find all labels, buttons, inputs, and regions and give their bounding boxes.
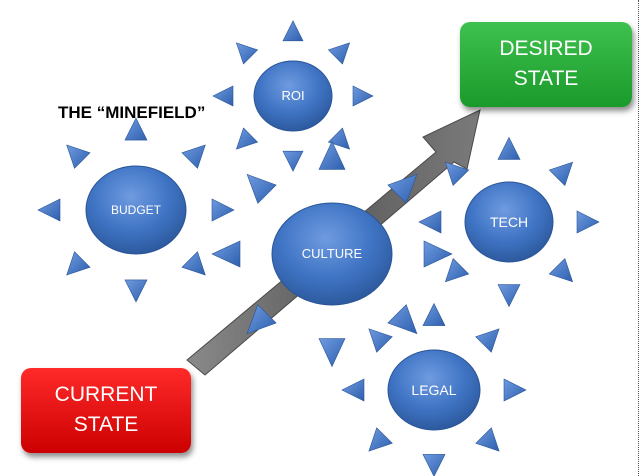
mine-roi-spike <box>282 150 304 172</box>
slide-edge-line <box>638 0 639 476</box>
mine-roi-body <box>253 60 333 132</box>
desired-state-box: DESIRED STATE <box>460 22 632 107</box>
mine-culture-spike <box>387 304 418 335</box>
mine-tech-spike <box>576 210 600 234</box>
desired-state-line2: STATE <box>513 67 579 90</box>
mine-legal-spike <box>422 454 446 476</box>
mine-roi-spike <box>235 42 259 65</box>
desired-state-line1: DESIRED <box>499 37 593 60</box>
mine-budget <box>37 117 235 303</box>
current-state-line2: STATE <box>73 413 139 436</box>
mine-tech-spike <box>497 284 521 308</box>
mine-legal-spike <box>368 427 393 452</box>
mine-roi-spike <box>352 85 374 107</box>
mine-culture-spike <box>423 240 453 268</box>
mine-budget-spike <box>211 198 235 222</box>
mine-legal-body <box>387 349 481 431</box>
mine-tech-spike <box>548 161 574 187</box>
diagram-title: THE “MINEFIELD” <box>58 103 206 122</box>
mine-tech <box>418 136 600 308</box>
mine-tech-spike <box>444 161 470 187</box>
mine-legal <box>341 302 527 476</box>
mine-roi-spike <box>327 127 351 150</box>
mine-tech-spike <box>497 136 521 160</box>
mine-tech-spike <box>548 257 574 283</box>
mine-roi-spike <box>282 20 304 42</box>
mine-legal-spike <box>368 328 393 353</box>
mine-budget-spike <box>66 144 91 169</box>
mine-legal-spike <box>503 378 527 402</box>
mine-culture-spike <box>211 240 241 268</box>
mine-roi <box>212 20 374 172</box>
mine-tech-spike <box>444 257 470 283</box>
mine-roi-spike <box>212 85 234 107</box>
mine-budget-spike <box>181 144 206 169</box>
mine-culture-spike <box>387 173 418 204</box>
current-state-box: CURRENT STATE <box>21 368 191 453</box>
mine-roi-spike <box>327 42 351 65</box>
mine-budget-body <box>85 165 187 255</box>
mine-culture-spike <box>246 304 277 335</box>
mine-tech-spike <box>418 210 442 234</box>
mine-culture-spike <box>318 140 346 170</box>
mine-culture-spike <box>318 338 346 368</box>
mine-budget-spike <box>124 279 148 303</box>
mine-tech-body <box>464 181 554 263</box>
mine-culture <box>211 140 453 368</box>
mine-legal-spike <box>422 302 446 326</box>
mine-budget-spike <box>181 251 206 276</box>
mine-roi-spike <box>235 127 259 150</box>
mine-budget-spike <box>124 117 148 141</box>
mine-culture-spike <box>246 173 277 204</box>
mine-legal-spike <box>475 427 500 452</box>
mine-culture-body <box>271 202 393 306</box>
mine-budget-spike <box>37 198 61 222</box>
mine-budget-spike <box>66 251 91 276</box>
mine-legal-spike <box>341 378 365 402</box>
mine-legal-spike <box>475 328 500 353</box>
current-state-line1: CURRENT <box>54 383 158 406</box>
